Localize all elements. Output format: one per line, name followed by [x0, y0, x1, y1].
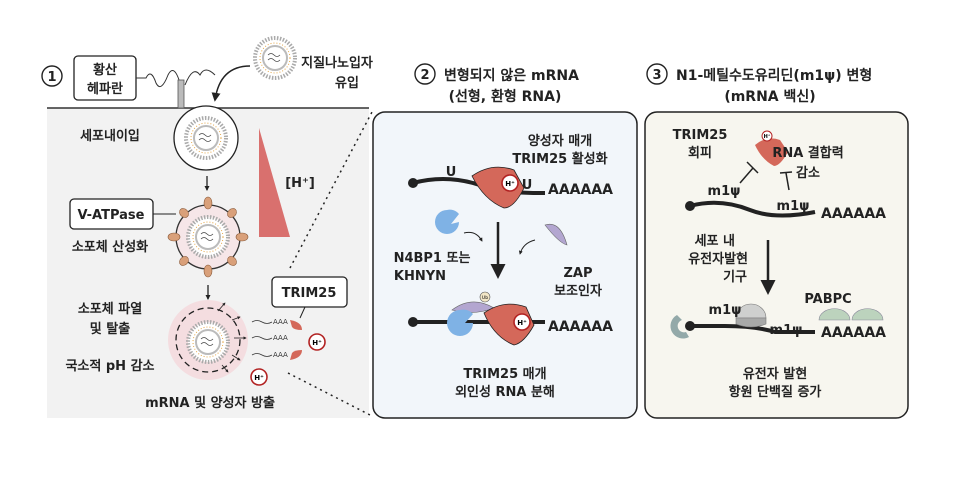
svg-text:H⁺: H⁺ — [312, 339, 322, 347]
svg-text:TRIM25: TRIM25 — [282, 286, 337, 301]
svg-text:1: 1 — [47, 70, 56, 85]
entry-arrow — [211, 65, 251, 102]
degradation-complex: Ub H⁺ — [408, 291, 545, 346]
proton-gradient-triangle — [259, 128, 290, 237]
panel-3-m1psi-mrna: 3 N1-메틸수도유리딘(m1ψ) 변형 (mRNA 백신) TRIM25 회피… — [644, 63, 909, 419]
machinery-label: 세포 내 — [695, 233, 735, 249]
ruptured-endosome — [168, 300, 248, 380]
proton-gradient-label: [H⁺] — [285, 176, 315, 191]
zap-protein — [544, 223, 568, 246]
activation-label: TRIM25 활성화 — [512, 151, 607, 167]
mrna-strand-bottom — [685, 321, 815, 334]
binding-arrow — [518, 239, 536, 255]
lnp-entry-label: 유입 — [335, 76, 359, 91]
svg-text:2: 2 — [420, 68, 429, 83]
proteoglycan-core — [177, 79, 185, 109]
cap-binding-protein — [670, 315, 689, 339]
result-label: TRIM25 매개 — [463, 367, 546, 382]
n4bp1-label: KHNYN — [394, 269, 446, 284]
panel-2-subtitle: (선형, 환형 RNA) — [449, 88, 562, 105]
proton-icon: H⁺ — [501, 174, 519, 192]
heparan-sulfate-box: 황산 헤파란 — [73, 55, 137, 101]
result-label: 외인성 RNA 분해 — [455, 384, 555, 400]
trim25-protein — [290, 350, 302, 360]
ubiquitin-label: Ub — [482, 295, 488, 301]
pabpc-protein — [851, 308, 884, 321]
trim25-box: TRIM25 — [271, 276, 348, 308]
evasion-label: TRIM25 — [673, 128, 728, 143]
polya-tail: AAAAAA — [548, 319, 613, 335]
ribosome — [735, 303, 767, 328]
proton-icon: H⁺ — [761, 130, 773, 142]
svg-text:헤파란: 헤파란 — [87, 81, 123, 97]
polya-label: AAA — [273, 334, 288, 342]
machinery-label: 유전자발현 — [688, 251, 748, 267]
result-label: 유전자 발현 — [743, 366, 807, 382]
polya-tail: AAAAAA — [548, 182, 613, 198]
m1psi-label: m1ψ — [777, 199, 810, 214]
panel-number-1: 1 — [41, 65, 63, 87]
panel-2-title: 변형되지 않은 mRNA — [444, 67, 579, 84]
svg-text:황산: 황산 — [93, 62, 117, 78]
uridine-label: U — [522, 178, 533, 193]
panel-number-3: 3 — [646, 63, 668, 85]
polya-tail: AAAAAA — [821, 325, 886, 341]
trim25-protein — [755, 138, 788, 166]
zap-label: 보조인자 — [554, 283, 602, 299]
binding-label: 감소 — [796, 166, 820, 181]
local-ph-label: 국소적 pH 감소 — [65, 358, 154, 374]
m1psi-label: m1ψ — [708, 184, 741, 199]
heparan-chain — [136, 70, 181, 88]
activation-label: 양성자 매개 — [528, 134, 592, 149]
released-mrna — [251, 320, 273, 357]
acidification-label: 소포체 산성화 — [72, 239, 148, 255]
polya-label: AAA — [273, 318, 288, 326]
uridine-label: U — [446, 165, 457, 180]
svg-text:H⁺: H⁺ — [254, 374, 264, 382]
acidified-endosome — [167, 196, 249, 278]
machinery-label: 기구 — [723, 270, 747, 285]
polya-tail: AAAAAA — [821, 206, 886, 222]
svg-text:H⁺: H⁺ — [764, 134, 771, 140]
svg-text:H⁺: H⁺ — [517, 319, 527, 327]
proton-icon: H⁺ — [308, 333, 326, 351]
m1psi-label: m1ψ — [709, 303, 742, 318]
panel-1-endosomal-escape: 1 황산 헤파란 지질나노입자 유입 세포내이입 V-ATPase — [41, 36, 373, 418]
rupture-label: 및 탈출 — [90, 321, 130, 337]
svg-text:3: 3 — [652, 68, 661, 83]
panel-number-2: 2 — [414, 63, 436, 85]
mrna-strand-top — [685, 200, 816, 218]
rupture-label: 소포체 파열 — [78, 301, 142, 317]
m1psi-label: m1ψ — [770, 323, 803, 338]
proton-icon: H⁺ — [250, 368, 268, 386]
result-label: 항원 단백질 증가 — [729, 384, 822, 400]
svg-text:V-ATPase: V-ATPase — [78, 208, 145, 223]
panel-3-title: N1-메틸수도유리딘(m1ψ) 변형 — [676, 67, 872, 84]
svg-text:H⁺: H⁺ — [505, 180, 515, 188]
panel-3-box — [644, 111, 909, 419]
heparan-chain — [184, 69, 216, 86]
lipid-nanoparticle — [253, 36, 297, 80]
binding-arrow — [463, 231, 483, 242]
pabpc-protein — [818, 308, 851, 321]
v-atpase-box: V-ATPase — [69, 198, 154, 230]
zap-label: ZAP — [563, 266, 592, 281]
zoom-connector — [287, 372, 373, 417]
binding-label: RNA 결합력 — [772, 145, 843, 161]
endocytosis-label: 세포내이입 — [80, 128, 140, 144]
v-atpase-pumps — [167, 196, 249, 278]
trim25-protein — [290, 320, 302, 330]
panel-2-unmodified-mrna: 2 변형되지 않은 mRNA (선형, 환형 RNA) 양성자 매개 TRIM2… — [372, 63, 638, 419]
release-label: mRNA 및 양성자 방출 — [145, 395, 275, 411]
n4bp1-protein — [435, 209, 459, 234]
lnp-entry-label: 지질나노입자 — [301, 55, 373, 71]
inhibition-marks — [739, 161, 793, 191]
n4bp1-label: N4BP1 또는 — [394, 251, 471, 266]
pabpc-label: PABPC — [804, 292, 851, 307]
panel-3-subtitle: (mRNA 백신) — [724, 89, 815, 105]
evasion-label: 회피 — [688, 145, 712, 161]
polya-label: AAA — [273, 351, 288, 359]
